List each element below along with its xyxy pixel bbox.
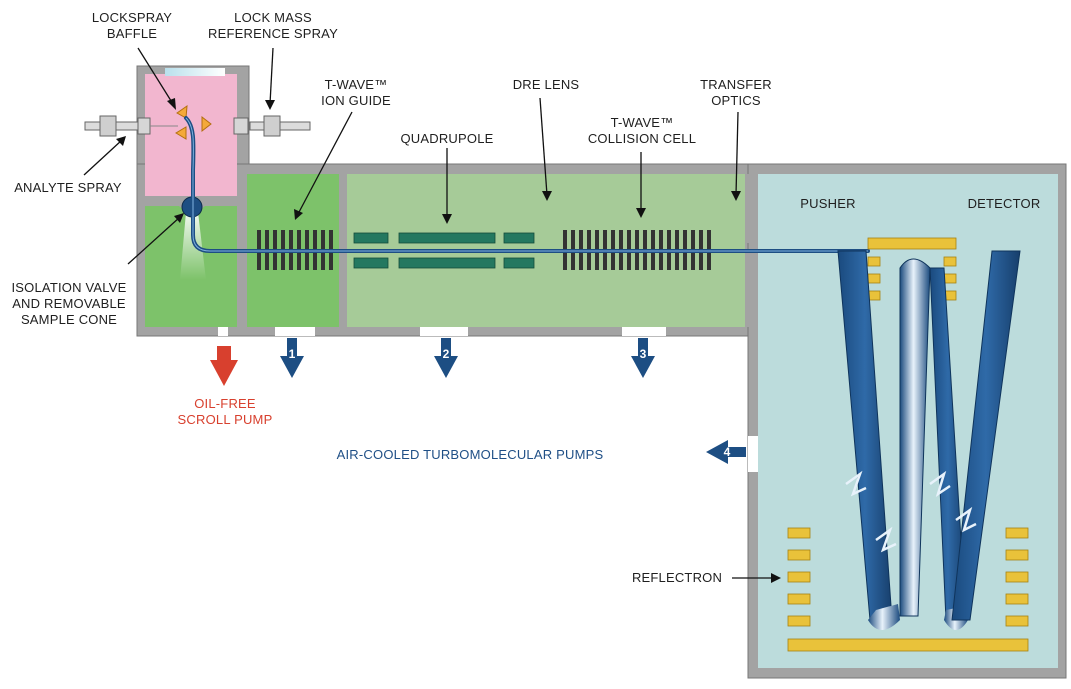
quadrupole-label: QUADRUPOLE [400, 131, 494, 146]
reflectron-label: REFLECTRON [631, 570, 723, 585]
sample-cone-spray [180, 212, 206, 280]
pump-number-4: 4 [724, 445, 731, 459]
pump-ports [218, 327, 758, 472]
source-window [165, 68, 225, 76]
analyte-sprayer [84, 115, 178, 137]
pusher-label: PUSHER [800, 196, 856, 211]
pump-arrow-1 [280, 338, 304, 378]
detector-label: DETECTOR [967, 196, 1041, 211]
pump-arrow-3 [631, 338, 655, 378]
pump-arrow-2 [434, 338, 458, 378]
oil-free-pump-arrow [210, 346, 238, 386]
pump-number-2: 2 [443, 347, 450, 361]
lockspray-baffle [175, 104, 212, 140]
leader-heads [116, 98, 781, 583]
reflectron-plates [787, 527, 1029, 652]
analyte-spray-label: ANALYTE SPRAY [14, 180, 122, 195]
flight-path [837, 250, 1021, 630]
dre-lens-label: DRE LENS [512, 77, 580, 92]
lockmass-sprayer [233, 115, 311, 137]
pump-number-3: 3 [640, 347, 647, 361]
label-leaders [83, 47, 775, 579]
quadrupole-rods [353, 232, 535, 269]
turbo-pump-arrows [280, 338, 746, 464]
pusher-plates [867, 237, 957, 301]
turbo-pumps-label: AIR-COOLED TURBOMOLECULAR PUMPS [336, 447, 604, 462]
pump-arrow-4 [706, 440, 746, 464]
pump-number-1: 1 [289, 347, 296, 361]
